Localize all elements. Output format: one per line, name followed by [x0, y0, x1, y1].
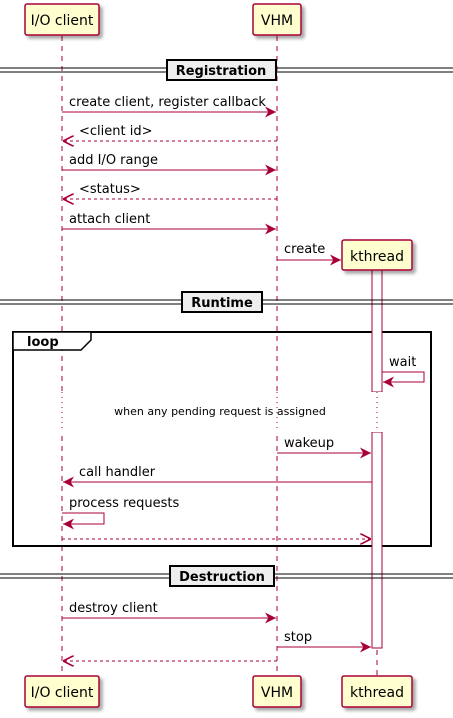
message-attach-client-label: attach client [69, 212, 150, 227]
message-call-handler: call handler [63, 465, 372, 488]
message-create-client: create client, register callback [62, 95, 276, 118]
separator-registration: Registration [0, 59, 453, 81]
message-status-label: <status> [79, 182, 141, 197]
delay-gap: when any pending request is assigned [40, 392, 410, 432]
loop-frame: loop [12, 331, 432, 547]
message-create-client-label: create client, register callback [69, 95, 266, 110]
message-process-requests: process requests [62, 496, 180, 530]
participant-kthread-created: kthread [341, 239, 413, 271]
participant-vhm-bottom-label: VHM [261, 685, 293, 701]
message-add-io-range: add I/O range [62, 153, 276, 176]
participant-io-client-bottom: I/O client [24, 675, 100, 708]
participant-kthread-created-label: kthread [350, 249, 404, 265]
separator-destruction: Destruction [0, 565, 453, 587]
kthread-activation-bar-1 [371, 259, 383, 393]
separator-runtime-label: Runtime [191, 296, 253, 311]
participant-vhm-top: VHM [252, 3, 302, 36]
message-wait-label: wait [389, 355, 416, 370]
participant-vhm-bottom: VHM [252, 675, 302, 708]
message-create-label: create [284, 242, 325, 257]
participant-io-client-top-label: I/O client [31, 13, 94, 29]
message-client-id: <client id> [63, 124, 277, 141]
delay-note: when any pending request is assigned [114, 405, 326, 418]
message-wakeup: wakeup [277, 436, 371, 459]
participant-kthread-bottom: kthread [341, 675, 413, 708]
separator-destruction-label: Destruction [179, 570, 265, 585]
message-stop-label: stop [284, 630, 312, 645]
kthread-activation-bar-2 [371, 431, 383, 649]
message-create: create [277, 242, 341, 266]
loop-label: loop [27, 335, 59, 350]
separator-runtime: Runtime [0, 291, 453, 313]
separator-registration-label: Registration [176, 64, 267, 79]
message-destroy-client: destroy client [62, 601, 276, 624]
message-wakeup-label: wakeup [284, 436, 334, 451]
message-wait: wait [382, 355, 425, 388]
message-call-handler-label: call handler [79, 465, 156, 480]
participant-kthread-bottom-label: kthread [350, 685, 404, 701]
message-stop: stop [277, 630, 371, 653]
participant-io-client-top: I/O client [24, 3, 100, 36]
message-process-requests-label: process requests [69, 496, 180, 511]
message-destroy-client-label: destroy client [69, 601, 158, 616]
participant-io-client-bottom-label: I/O client [31, 685, 94, 701]
message-client-id-label: <client id> [79, 124, 153, 139]
message-add-io-range-label: add I/O range [69, 153, 158, 168]
message-attach-client: attach client [62, 212, 276, 235]
message-status: <status> [63, 182, 277, 199]
participant-vhm-top-label: VHM [261, 13, 293, 29]
